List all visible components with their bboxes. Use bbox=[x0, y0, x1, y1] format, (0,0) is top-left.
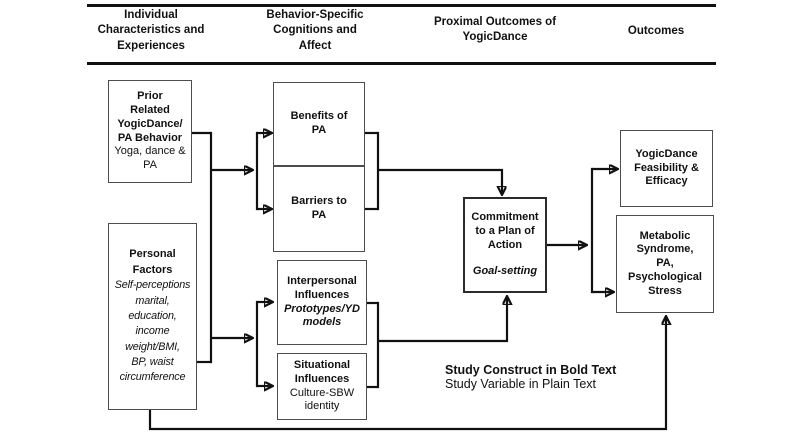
connector-benefits-barriers-to-commitment bbox=[365, 131, 502, 211]
box-personal-factors-variables: Self-perceptions marital, education, inc… bbox=[114, 279, 191, 384]
connector-split-benefits-barriers bbox=[255, 132, 271, 210]
connector-left-manifold bbox=[192, 131, 252, 364]
box-benefits: Benefits of PA bbox=[273, 82, 365, 166]
box-barriers-title: Barriers to PA bbox=[291, 195, 347, 221]
box-personal-factors-title: Personal Factors bbox=[129, 248, 176, 276]
column-header-outcomes: Outcomes bbox=[627, 25, 685, 37]
box-metabolic-outcomes: Metabolic Syndrome, PA, Psychological St… bbox=[616, 215, 714, 313]
box-feasibility-title: YogicDance Feasibility & Efficacy bbox=[634, 147, 699, 188]
connector-commitment-to-outcomes bbox=[547, 168, 617, 293]
box-prior-behavior-variables: Yoga, dance & PA bbox=[114, 145, 186, 171]
header-rule-top bbox=[87, 4, 716, 7]
box-situational-variables: Culture-SBW identity bbox=[289, 386, 355, 413]
box-situational-title: Situational Influences bbox=[293, 359, 351, 385]
box-interpersonal-variables: Prototypes/YD models bbox=[284, 302, 360, 329]
box-commitment-title: Commitment to a Plan of Action bbox=[471, 211, 539, 251]
legend-bold-note: Study Construct in Bold Text bbox=[445, 363, 617, 377]
column-header-proximal: Proximal Outcomes of YogicDance bbox=[433, 16, 557, 44]
box-interpersonal-title: Interpersonal Influences bbox=[287, 275, 357, 301]
connector-influences-to-commitment bbox=[367, 297, 507, 389]
column-header-individual: Individual Characteristics and Experienc… bbox=[97, 9, 205, 52]
box-prior-behavior-title: Prior Related YogicDance/ PA Behavior bbox=[117, 90, 183, 144]
connector-split-interpersonal-situational bbox=[255, 301, 272, 387]
box-prior-behavior: Prior Related YogicDance/ PA Behavior Yo… bbox=[108, 80, 192, 183]
box-personal-factors: Personal Factors Self-perceptions marita… bbox=[108, 223, 197, 410]
column-header-behavior: Behavior-Specific Cognitions and Affect bbox=[266, 9, 364, 52]
box-interpersonal-influences: Interpersonal Influences Prototypes/YD m… bbox=[277, 260, 367, 345]
box-feasibility-efficacy: YogicDance Feasibility & Efficacy bbox=[620, 130, 713, 207]
connector-personal-to-metabolic bbox=[148, 317, 666, 431]
box-barriers: Barriers to PA bbox=[273, 166, 365, 252]
box-situational-influences: Situational Influences Culture-SBW ident… bbox=[277, 353, 367, 420]
header-rule-bottom bbox=[87, 62, 716, 65]
box-metabolic-title: Metabolic Syndrome, PA, Psychological St… bbox=[628, 229, 702, 297]
legend: Study Construct in Bold Text Study Varia… bbox=[445, 363, 617, 391]
box-commitment: Commitment to a Plan of Action Goal-sett… bbox=[463, 197, 547, 293]
legend-plain-note: Study Variable in Plain Text bbox=[445, 376, 597, 391]
box-benefits-title: Benefits of PA bbox=[290, 110, 348, 136]
box-commitment-variables: Goal-setting bbox=[472, 265, 538, 278]
